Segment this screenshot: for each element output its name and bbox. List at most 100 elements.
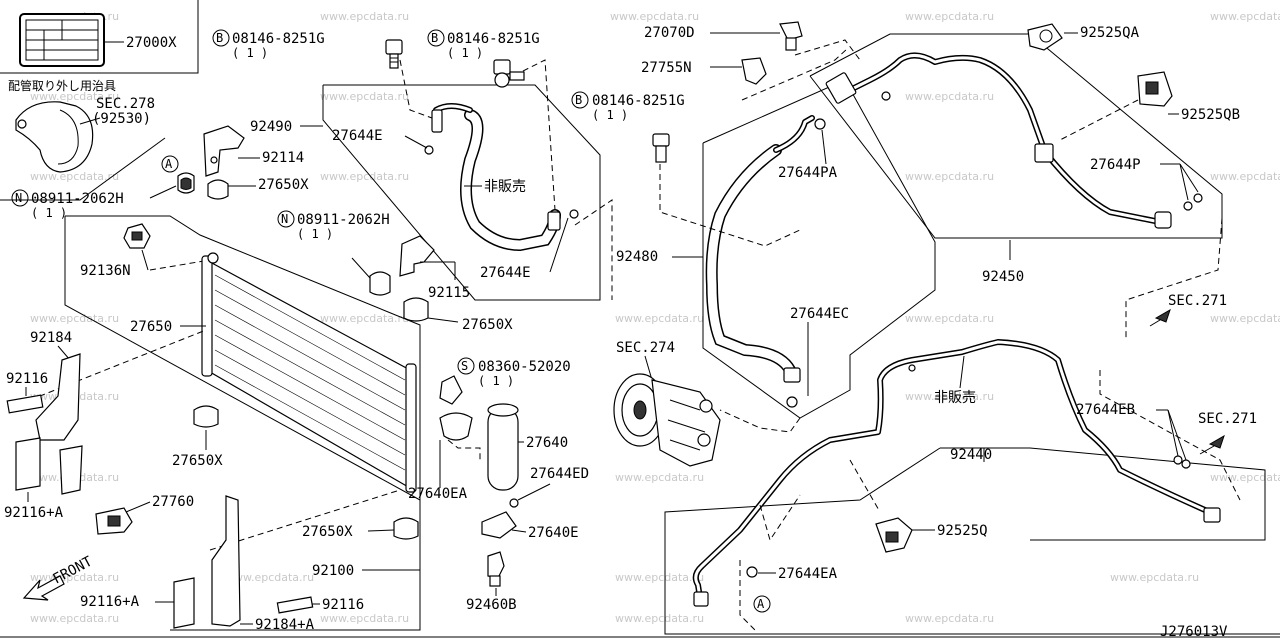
marker-b: B [431, 31, 438, 45]
watermark: www.epcdata.ru [905, 312, 994, 325]
label-sec271-1: SEC.271 [1168, 293, 1227, 309]
label-27644ed: 27644ED [530, 466, 589, 482]
label-screw-s: 08360-52020 [478, 359, 571, 375]
watermark: www.epcdata.ru [225, 571, 314, 584]
label-27644ec: 27644EC [790, 306, 849, 322]
tool-box: 27000X 配管取り外し用治具 SEC.278 (92530) [0, 0, 199, 201]
label-27650x-3: 27650X [172, 453, 223, 469]
label-27640e: 27640E [528, 525, 579, 541]
marker-a: A [165, 157, 173, 171]
label-27640: 27640 [526, 435, 568, 451]
marker-n: N [15, 191, 22, 205]
label-27644eb: 27644EB [1076, 402, 1135, 418]
label-92525q: 92525Q [937, 523, 988, 539]
watermark: www.epcdata.ru [905, 10, 994, 23]
label-not-for-sale-2: 非販売 [934, 390, 976, 406]
label-bolt-a-qty: ( 1 ) [232, 46, 268, 60]
label-92525qb: 92525QB [1181, 107, 1240, 123]
label-27650x-2: 27650X [462, 317, 513, 333]
label-bolt-b: 08146-8251G [447, 31, 540, 47]
label-92116: 92116 [6, 371, 48, 387]
watermark: www.epcdata.ru [320, 90, 409, 103]
label-27650x-1: 27650X [258, 177, 309, 193]
pipe-92440-group: 非販売 27644EB SEC.271 92440 92525Q 27644EA… [664, 339, 1280, 635]
bolt-c [652, 133, 670, 163]
label-sec278-sub: (92530) [92, 111, 151, 127]
marker-a: A [757, 597, 765, 611]
label-92136n: 92136N [80, 263, 131, 279]
receiver-drier: 27640 27644ED 27640EA 27640E 92460B [408, 375, 589, 613]
hose-92490-group: 92490 27644E 非販売 27644E [250, 59, 613, 301]
label-bolt-a: 08146-8251G [232, 31, 325, 47]
label-bolt-c: 08146-8251G [592, 93, 685, 109]
watermark: www.epcdata.ru [905, 612, 994, 625]
fastener-callouts: B 08146-8251G ( 1 ) B 08146-8251G ( 1 ) … [11, 29, 685, 388]
bolt-a [385, 39, 403, 69]
watermark: www.epcdata.ru [30, 90, 119, 103]
tool-note: 配管取り外し用治具 [8, 78, 116, 93]
label-92184a: 92184+A [255, 617, 315, 633]
watermark: www.epcdata.ru [905, 90, 994, 103]
label-92116-2: 92116 [322, 597, 364, 613]
marker-s: S [461, 359, 468, 373]
marker-n: N [281, 212, 288, 226]
watermark: www.epcdata.ru [1210, 10, 1280, 23]
label-27644e-1: 27644E [332, 128, 383, 144]
condenser-27650: 27650 27650X 27650X 92100 [29, 215, 421, 631]
label-27644ea: 27644EA [778, 566, 838, 582]
watermark: www.epcdata.ru [30, 312, 119, 325]
label-92525qa: 92525QA [1080, 25, 1140, 41]
label-sec278: SEC.278 [96, 96, 155, 112]
label-nut-a-qty: ( 1 ) [31, 206, 67, 220]
watermark: www.epcdata.ru [1210, 471, 1280, 484]
watermark: www.epcdata.ru [320, 612, 409, 625]
watermark: www.epcdata.ru [30, 612, 119, 625]
label-92116a-2: 92116+A [80, 594, 140, 610]
label-27650: 27650 [130, 319, 172, 335]
label-27650x-4: 27650X [302, 524, 353, 540]
watermark: www.epcdata.ru [615, 312, 704, 325]
label-92115: 92115 [428, 285, 470, 301]
watermark: www.epcdata.ru [1210, 170, 1280, 183]
bolts [385, 39, 670, 163]
label-92480: 92480 [616, 249, 658, 265]
label-27760: 27760 [152, 494, 194, 510]
label-nut-b-qty: ( 1 ) [297, 227, 333, 241]
label-27000x: 27000X [126, 35, 177, 51]
sensor-92136n: 92136N [80, 223, 211, 279]
label-92116a-1: 92116+A [4, 505, 64, 521]
label-screw-s-qty: ( 1 ) [478, 374, 514, 388]
label-27755n: 27755N [641, 60, 692, 76]
compressor: SEC.274 [613, 340, 721, 467]
watermark: www.epcdata.ru [615, 471, 704, 484]
sensor-27760: 27760 [95, 494, 194, 535]
watermark: www.epcdata.ru [320, 170, 409, 183]
watermark: www.epcdata.ru [905, 390, 994, 403]
watermark: www.epcdata.ru [610, 10, 699, 23]
label-92100: 92100 [312, 563, 354, 579]
watermark: www.epcdata.ru [615, 612, 704, 625]
label-sec271-2: SEC.271 [1198, 411, 1257, 427]
label-92490: 92490 [250, 119, 292, 135]
marker-b: B [575, 93, 582, 107]
hose-92450-group: 92525QA 92525QB 27644P 92450 SEC.271 [809, 23, 1240, 338]
watermark: www.epcdata.ru [30, 170, 119, 183]
air-guides: 92184 92116 92116+A 92116+A 92116 92184+… [4, 330, 364, 633]
bracket-92115: 92115 27650X [351, 235, 513, 333]
watermark: www.epcdata.ru [905, 170, 994, 183]
label-not-for-sale-1: 非販売 [484, 179, 526, 195]
watermark: www.epcdata.ru [320, 10, 409, 23]
label-sec274: SEC.274 [616, 340, 675, 356]
watermark: www.epcdata.ru [615, 571, 704, 584]
bracket-92114: 92114 A 27650X [149, 125, 309, 200]
label-27644p: 27644P [1090, 157, 1141, 173]
label-92450: 92450 [982, 269, 1024, 285]
label-bolt-c-qty: ( 1 ) [592, 108, 628, 122]
label-92184: 92184 [30, 330, 72, 346]
label-nut-b: 08911-2062H [297, 212, 390, 228]
watermark: www.epcdata.ru [320, 312, 409, 325]
label-92114: 92114 [262, 150, 304, 166]
label-92460b: 92460B [466, 597, 517, 613]
watermark: www.epcdata.ru [1110, 571, 1199, 584]
